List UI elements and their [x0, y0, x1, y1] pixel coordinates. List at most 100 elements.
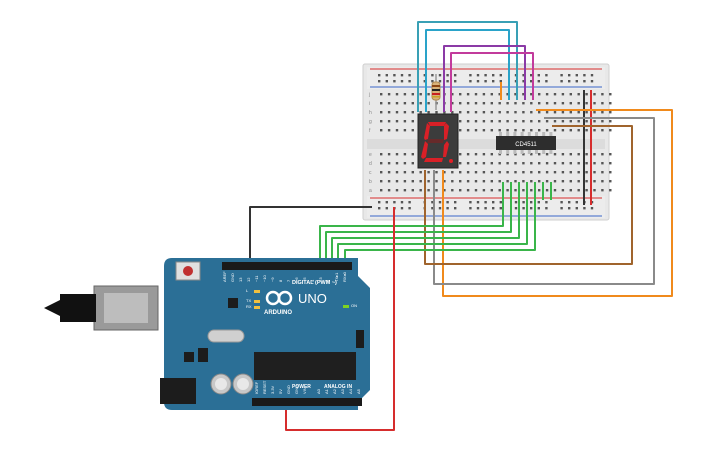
breadboard-hole[interactable]	[435, 111, 438, 114]
breadboard-hole[interactable]	[476, 74, 480, 77]
breadboard-hole[interactable]	[466, 120, 470, 123]
breadboard-hole[interactable]	[609, 153, 612, 156]
breadboard-hole[interactable]	[403, 111, 407, 114]
breadboard-hole[interactable]	[459, 153, 462, 156]
breadboard-hole[interactable]	[393, 74, 396, 77]
breadboard-hole[interactable]	[490, 93, 493, 96]
breadboard-hole[interactable]	[499, 207, 502, 210]
breadboard-hole[interactable]	[609, 111, 612, 114]
breadboard-hole[interactable]	[451, 102, 454, 105]
breadboard-hole[interactable]	[427, 180, 430, 183]
breadboard-hole[interactable]	[522, 189, 525, 192]
breadboard-hole[interactable]	[395, 111, 399, 114]
breadboard-hole[interactable]	[498, 102, 501, 105]
breadboard-hole[interactable]	[522, 201, 525, 204]
breadboard-hole[interactable]	[498, 180, 501, 183]
breadboard-hole[interactable]	[593, 180, 596, 183]
breadboard-hole[interactable]	[593, 129, 596, 132]
breadboard-hole[interactable]	[385, 80, 388, 83]
breadboard-hole[interactable]	[476, 80, 480, 83]
breadboard-hole[interactable]	[378, 201, 381, 204]
breadboard-hole[interactable]	[387, 189, 391, 192]
breadboard-hole[interactable]	[474, 171, 478, 174]
breadboard-hole[interactable]	[476, 207, 480, 210]
breadboard-hole[interactable]	[498, 93, 501, 96]
breadboard-hole[interactable]	[514, 201, 518, 204]
breadboard-hole[interactable]	[538, 93, 541, 96]
breadboard-hole[interactable]	[577, 111, 580, 114]
breadboard-hole[interactable]	[585, 120, 588, 123]
breadboard-hole[interactable]	[506, 171, 509, 174]
breadboard-hole[interactable]	[545, 171, 549, 174]
breadboard-hole[interactable]	[545, 153, 549, 156]
breadboard-hole[interactable]	[498, 171, 501, 174]
breadboard-hole[interactable]	[577, 189, 580, 192]
breadboard-hole[interactable]	[545, 162, 549, 165]
breadboard-hole[interactable]	[499, 74, 502, 77]
breadboard-hole[interactable]	[387, 129, 391, 132]
breadboard-hole[interactable]	[419, 93, 422, 96]
breadboard-hole[interactable]	[474, 162, 478, 165]
breadboard-hole[interactable]	[431, 80, 434, 83]
breadboard-hole[interactable]	[490, 102, 493, 105]
breadboard-hole[interactable]	[387, 180, 391, 183]
breadboard-hole[interactable]	[577, 129, 580, 132]
breadboard-hole[interactable]	[585, 111, 588, 114]
breadboard-hole[interactable]	[446, 74, 449, 77]
breadboard-hole[interactable]	[545, 120, 549, 123]
breadboard-hole[interactable]	[545, 180, 549, 183]
breadboard-hole[interactable]	[466, 162, 470, 165]
breadboard-hole[interactable]	[514, 171, 517, 174]
breadboard-hole[interactable]	[561, 111, 565, 114]
breadboard-hole[interactable]	[466, 171, 470, 174]
breadboard-hole[interactable]	[561, 171, 565, 174]
breadboard-hole[interactable]	[498, 153, 501, 156]
breadboard-hole[interactable]	[601, 153, 604, 156]
breadboard-hole[interactable]	[585, 162, 588, 165]
breadboard-hole[interactable]	[400, 207, 404, 210]
breadboard-hole[interactable]	[474, 189, 478, 192]
breadboard-hole[interactable]	[506, 93, 509, 96]
breadboard-hole[interactable]	[454, 80, 457, 83]
breadboard-hole[interactable]	[378, 207, 381, 210]
breadboard-hole[interactable]	[545, 201, 548, 204]
breadboard-hole[interactable]	[530, 129, 533, 132]
breadboard-hole[interactable]	[446, 207, 449, 210]
breadboard-hole[interactable]	[482, 171, 486, 174]
orange-wire-long[interactable]	[442, 109, 673, 297]
breadboard-hole[interactable]	[560, 207, 563, 210]
breadboard-hole[interactable]	[451, 93, 454, 96]
green-wire-1[interactable]	[319, 182, 504, 258]
breadboard-hole[interactable]	[514, 102, 517, 105]
breadboard-hole[interactable]	[435, 189, 438, 192]
breadboard-hole[interactable]	[522, 180, 525, 183]
breadboard-hole[interactable]	[490, 153, 493, 156]
breadboard-hole[interactable]	[380, 171, 383, 174]
breadboard-hole[interactable]	[545, 129, 549, 132]
breadboard-hole[interactable]	[538, 120, 541, 123]
breadboard-hole[interactable]	[419, 180, 422, 183]
breadboard-hole[interactable]	[561, 162, 565, 165]
breadboard-hole[interactable]	[601, 129, 604, 132]
breadboard-hole[interactable]	[482, 102, 486, 105]
breadboard-hole[interactable]	[590, 207, 594, 210]
breadboard-hole[interactable]	[438, 207, 442, 210]
breadboard-hole[interactable]	[514, 120, 517, 123]
breadboard-hole[interactable]	[490, 189, 493, 192]
breadboard-hole[interactable]	[522, 74, 525, 77]
breadboard-hole[interactable]	[506, 153, 509, 156]
breadboard-hole[interactable]	[609, 189, 612, 192]
green-wire-4[interactable]	[337, 182, 528, 258]
breadboard-hole[interactable]	[545, 93, 549, 96]
breadboard-hole[interactable]	[593, 162, 596, 165]
breadboard-hole[interactable]	[408, 80, 411, 83]
breadboard-hole[interactable]	[451, 111, 454, 114]
breadboard-hole[interactable]	[609, 93, 612, 96]
breadboard-hole[interactable]	[459, 189, 462, 192]
breadboard-hole[interactable]	[466, 153, 470, 156]
breadboard-hole[interactable]	[522, 93, 525, 96]
breadboard-hole[interactable]	[408, 74, 411, 77]
breadboard-hole[interactable]	[545, 74, 548, 77]
breadboard-hole[interactable]	[427, 93, 430, 96]
breadboard-hole[interactable]	[506, 129, 509, 132]
